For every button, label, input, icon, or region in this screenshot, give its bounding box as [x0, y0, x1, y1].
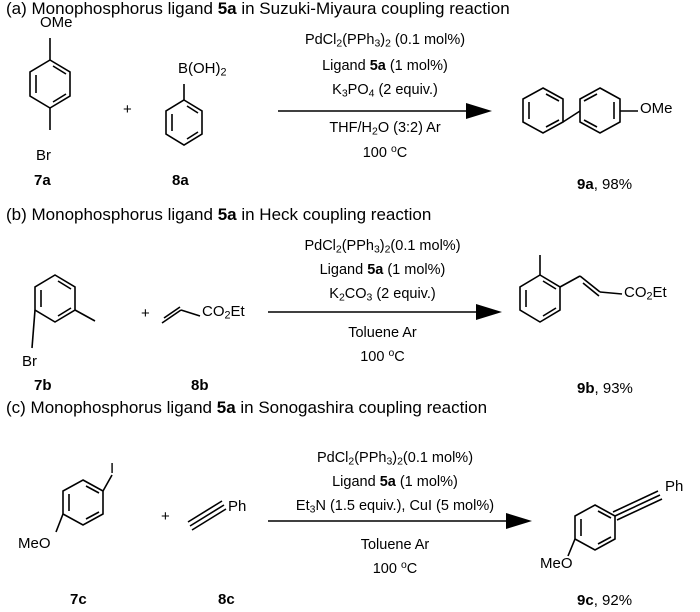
heading-c: (c) Monophosphorus ligand 5a in Sonogash… — [6, 398, 488, 417]
label-8c: 8c — [218, 591, 235, 608]
conditions-c-temperature: 100 oC — [372, 559, 418, 577]
conditions-a-base: K3PO4 (2 equiv.) — [332, 82, 438, 100]
conditions-c-catalyst: PdCl2(PPh3)2(0.1 mol%) — [316, 450, 474, 468]
reactant-7a-ome: OMe — [40, 14, 73, 31]
conditions-a-catalyst: PdCl2(PPh3)2 (0.1 mol%) — [304, 32, 466, 50]
product-9c-ph: Ph — [665, 478, 684, 495]
label-8a: 8a — [172, 172, 189, 189]
plus-b: + — [141, 305, 150, 322]
conditions-b-temperature: 100 oC — [360, 347, 405, 365]
plus-a: + — [123, 101, 132, 118]
molecule-8c — [187, 500, 227, 531]
reactant-7c-iodo: I — [110, 460, 115, 477]
conditions-b-catalyst: PdCl2(PPh3)2(0.1 mol%) — [304, 238, 461, 256]
reactant-8c-ph: Ph — [228, 498, 247, 515]
conditions-b-ligand: Ligand 5a (1 mol%) — [319, 262, 446, 278]
conditions-a-temperature: 100 oC — [362, 143, 408, 161]
label-9c: 9c, 92% — [577, 592, 633, 609]
reaction-arrow-c — [268, 513, 532, 529]
conditions-b-base: K2CO3 (2 equiv.) — [329, 286, 436, 304]
conditions-c-solvent: Toluene Ar — [360, 537, 430, 553]
conditions-c-base: Et3N (1.5 equiv.), CuI (5 mol%) — [295, 498, 495, 516]
product-9b-ester: CO2Et — [624, 284, 667, 303]
product-9c-meo: MeO — [540, 555, 573, 572]
molecule-7c — [55, 474, 113, 533]
molecule-8b — [161, 306, 201, 324]
molecule-8a — [165, 84, 203, 146]
conditions-b-solvent: Toluene Ar — [348, 325, 417, 341]
conditions-a-solvent: THF/H2O (3:2) Ar — [329, 120, 441, 138]
molecule-7b — [31, 274, 96, 349]
reactant-8b-ester: CO2Et — [202, 303, 245, 322]
product-9a-ome: OMe — [640, 100, 673, 117]
reactant-8a-boronic-acid: B(OH)2 — [178, 60, 227, 79]
conditions-c-ligand: Ligand 5a (1 mol%) — [332, 474, 458, 490]
reactant-7c-meo: MeO — [18, 535, 51, 552]
label-9b: 9b, 93% — [577, 380, 633, 397]
heading-a: (a) Monophosphorus ligand 5a in Suzuki-M… — [6, 0, 510, 18]
label-7b: 7b — [34, 377, 52, 394]
label-7c: 7c — [70, 591, 87, 608]
label-8b: 8b — [191, 377, 209, 394]
molecule-9a — [522, 87, 638, 134]
plus-c: + — [161, 508, 170, 525]
conditions-a-ligand: Ligand 5a (1 mol%) — [322, 58, 448, 74]
molecule-7a — [29, 38, 71, 130]
reactant-7b-br: Br — [22, 353, 37, 370]
reaction-arrow-b — [268, 304, 502, 320]
label-9a: 9a, 98% — [577, 176, 633, 193]
label-7a: 7a — [34, 172, 51, 189]
molecule-9c — [567, 490, 663, 557]
reactant-7a-br: Br — [36, 147, 51, 164]
heading-b: (b) Monophosphorus ligand 5a in Heck cou… — [6, 205, 432, 224]
reaction-arrow-a — [278, 103, 492, 119]
molecule-9b — [519, 255, 623, 323]
